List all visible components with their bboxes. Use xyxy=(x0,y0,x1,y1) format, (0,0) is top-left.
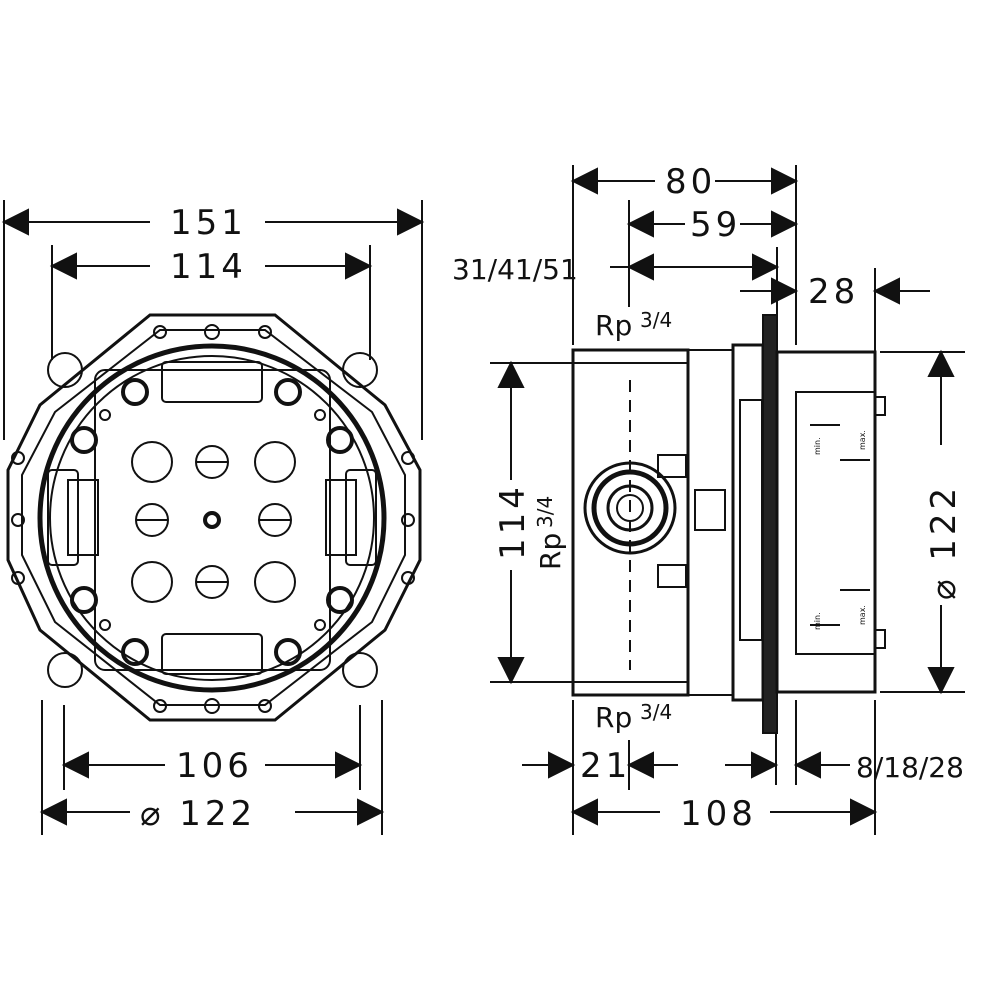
label-21: 21 xyxy=(580,746,631,786)
dim-114-side xyxy=(490,360,575,685)
label-151: 151 xyxy=(170,203,247,243)
label-114: 114 xyxy=(170,247,247,287)
label-8-18-28: 8/18/28 xyxy=(856,751,964,784)
thread-top-label: Rp xyxy=(595,309,632,342)
label-diameter-122-side: ⌀ 122 xyxy=(924,484,964,600)
label-114-side: 114 xyxy=(493,483,533,560)
dim-diameter-122-side xyxy=(880,349,965,695)
label-diameter-122-front: ⌀ 122 xyxy=(140,794,256,834)
dim-80 xyxy=(570,165,799,345)
thread-top-size: 3/4 xyxy=(640,308,672,332)
mounting-box-front xyxy=(6,313,422,722)
dim-151 xyxy=(1,200,425,440)
dim-106 xyxy=(61,705,363,790)
label-max-top: max. xyxy=(858,430,867,450)
dim-diameter-122-front xyxy=(39,700,385,835)
label-min-top: min. xyxy=(813,437,822,455)
thread-bottom-size: 3/4 xyxy=(640,700,672,724)
dim-8-18-28 xyxy=(725,700,850,785)
label-max-bottom: max. xyxy=(858,605,867,625)
dim-31-41-51 xyxy=(610,247,780,320)
label-28: 28 xyxy=(808,272,859,312)
dim-108 xyxy=(570,700,878,835)
label-108: 108 xyxy=(680,794,757,834)
label-106: 106 xyxy=(176,746,253,786)
label-min-bottom: min. xyxy=(813,612,822,630)
thread-mid-size: 3/4 xyxy=(533,496,557,528)
thread-bottom-label: Rp xyxy=(595,701,632,734)
label-80: 80 xyxy=(665,162,716,202)
dim-114 xyxy=(49,245,373,360)
label-59: 59 xyxy=(690,205,741,245)
thread-mid-label: Rp xyxy=(534,533,567,570)
dim-59 xyxy=(626,200,799,307)
mounting-box-side xyxy=(571,314,886,734)
label-31-41-51: 31/41/51 xyxy=(452,253,578,286)
